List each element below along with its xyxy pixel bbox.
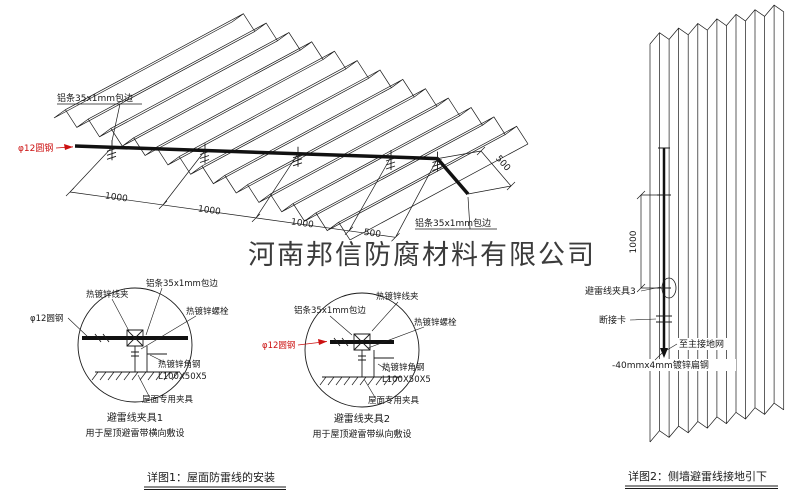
wire-clamp	[385, 150, 396, 170]
wall-dimension	[636, 190, 657, 293]
wall-leaders	[629, 286, 678, 361]
captions: 详图1：屋面防雷线的安装 详图2：侧墙避雷线接地引下	[144, 469, 778, 490]
wall-dim-1000: 1000	[629, 230, 639, 253]
conductor-fittings	[656, 147, 672, 323]
conductor-arrow-down	[660, 348, 668, 358]
caption2-underline	[625, 485, 778, 489]
detail1-hardware	[91, 329, 180, 381]
detail1-leaders	[67, 287, 197, 399]
label-to-ground: 至主接地网	[679, 338, 724, 350]
d1-title: 避雷线夹具1	[107, 411, 163, 424]
detail2-arrowhead	[318, 339, 327, 345]
label-disconnect: 断接卡	[599, 314, 626, 326]
roof-surface-hatch	[319, 376, 399, 386]
label-round-steel: φ12圆钢	[18, 142, 53, 154]
wall-corrugated-panel	[649, 4, 785, 443]
label-clamp3: 避雷线夹具3	[585, 285, 636, 297]
caption-detail1: 详图1：屋面防雷线的安装	[147, 470, 275, 484]
wall-corrugation	[649, 4, 785, 443]
d1-label-angle-steel: 热镀锌角钢	[158, 359, 201, 370]
wire-clamp	[432, 151, 442, 172]
leader-al-strip-right	[415, 196, 497, 230]
d2-subtitle: 用于屋顶避雷带纵向敷设	[312, 428, 411, 440]
wire-clamp	[292, 146, 303, 167]
d2-label-fixture: 屋面专用夹具	[368, 395, 420, 406]
wire-clamps	[106, 140, 442, 172]
d1-label-angle-spec: L100X50X5	[158, 372, 207, 382]
d2-label-angle-steel: 热镀锌角钢	[382, 362, 425, 373]
d1-subtitle: 用于屋顶避雷带横向敷设	[85, 427, 184, 439]
d1-label-round-steel: φ12圆钢	[30, 313, 63, 324]
detail2-parts	[322, 333, 402, 378]
d2-label-al-strip: 铝条35x1mm包边	[294, 305, 366, 316]
dim-500: 500	[363, 228, 382, 240]
d2-label-angle-spec: L100X50X5	[382, 375, 431, 385]
d2-title: 避雷线夹具2	[334, 412, 390, 425]
detail1-parts	[94, 329, 180, 373]
label-mask-1	[676, 338, 730, 350]
label-al-strip-left: 铝条35x1mm包边	[57, 92, 133, 104]
detail-circle-2	[304, 292, 420, 408]
dim-1000-a: 1000	[104, 191, 128, 204]
leader-arrowhead	[64, 144, 73, 150]
detail-1-clamp: 热镀锌线夹 铝条35x1mm包边 热镀锌螺栓 φ12圆钢 热镀锌角钢 L100X…	[30, 278, 229, 439]
detail2-leaders	[329, 301, 425, 400]
d1-label-fixture: 屋面专用夹具	[142, 394, 194, 405]
detail-2-clamp: 铝条35x1mm包边 热镀锌线夹 热镀锌螺栓 φ12圆钢 热镀锌角钢 L100X…	[262, 291, 457, 440]
d1-label-al-strip: 铝条35x1mm包边	[146, 278, 218, 289]
d2-label-clamp: 热镀锌线夹	[376, 291, 419, 302]
company-watermark: 河南邦信防腐材料有限公司	[248, 240, 596, 271]
clamp-detail-bubble	[661, 277, 677, 299]
dimension-chain	[65, 147, 438, 242]
dim-1000-b: 1000	[197, 204, 221, 217]
d2-label-round-steel: φ12圆钢	[262, 340, 295, 351]
roof-surface-hatch	[91, 371, 179, 381]
wire-clamp	[106, 140, 117, 161]
label-al-strip-right: 铝条35x1mm包边	[415, 217, 491, 229]
caption1-underline	[144, 486, 286, 490]
dim-1000-c: 1000	[290, 217, 314, 230]
leader-al-strip-left	[57, 103, 142, 142]
d1-label-clamp: 热镀锌线夹	[86, 289, 129, 300]
roof-corrugation	[53, 13, 529, 241]
d2-label-bolt: 热镀锌螺栓	[414, 317, 457, 328]
detail-circle-1	[77, 287, 193, 403]
detail2-hardware	[319, 333, 402, 386]
wall-annotations: 1000 避雷线夹具3 断接卡 至主接地网 -40mmx4mm镀锌扁钢	[585, 147, 736, 371]
caption-detail2: 详图2：侧墙避雷线接地引下	[628, 469, 767, 483]
wire-clamp	[199, 143, 210, 164]
roof-isometric-view	[53, 13, 529, 241]
d1-label-bolt: 热镀锌螺栓	[186, 306, 229, 317]
label-mask-2	[609, 359, 736, 371]
label-flat-steel: -40mmx4mm镀锌扁钢	[612, 359, 709, 371]
dimension-right	[437, 146, 516, 195]
